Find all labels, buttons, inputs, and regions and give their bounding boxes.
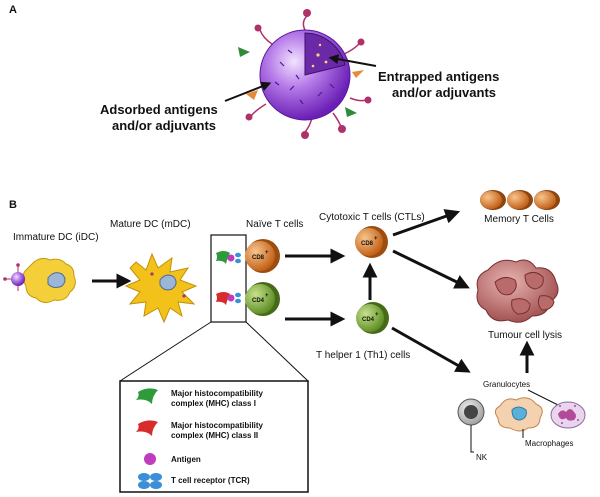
- legend-mhc1-line2: complex (MHC) class I: [171, 399, 256, 408]
- nk-cell-icon: [457, 398, 485, 453]
- entrapped-label-line2: and/or adjuvants: [392, 85, 496, 100]
- synapse-mhc1: [216, 251, 241, 264]
- legend-mhc1-line1: Major histocompatibility: [171, 389, 264, 398]
- th1-t-cell: CD4 +: [356, 302, 389, 334]
- immature-dc-label: Immature DC (iDC): [13, 232, 99, 243]
- naive-cd8-text: CD8: [252, 255, 265, 261]
- ctl-cd8-text: CD8: [361, 241, 374, 247]
- adsorbed-label-line1: Adsorbed antigens: [100, 102, 218, 117]
- naive-cd4-t-cell: CD4 +: [245, 282, 280, 316]
- legend-mhc2-line2: complex (MHC) class II: [171, 431, 258, 440]
- adsorbed-arrow: [224, 81, 272, 102]
- mhc-class1-icon: [136, 388, 158, 404]
- th1-label: T helper 1 (Th1) cells: [316, 350, 410, 361]
- nk-label: NK: [476, 453, 488, 462]
- panel-b-label: B: [9, 199, 17, 211]
- entrapped-arrow: [328, 54, 377, 67]
- memory-t-label: Memory T Cells: [484, 214, 554, 225]
- macrophage-icon: [494, 397, 543, 438]
- mature-dc-label: Mature DC (mDC): [110, 219, 191, 230]
- legend-mhc2-line1: Major histocompatibility: [171, 421, 264, 430]
- mhc-class2-icon: [136, 420, 158, 436]
- naive-cd4-plus: +: [265, 293, 269, 299]
- naive-cd8-plus: +: [265, 250, 269, 256]
- ctl-cd8-plus: +: [374, 236, 378, 242]
- th1-cd4-plus: +: [375, 312, 379, 318]
- nanoparticle-icon: [238, 9, 372, 139]
- arrow-ctl-to-tumour: [392, 249, 470, 289]
- granulocytes-label: Granulocytes: [483, 380, 530, 389]
- zoom-line-left: [119, 321, 212, 382]
- arrow-th1-to-innate: [391, 326, 471, 373]
- tumour-cell-icon: [476, 259, 559, 323]
- memory-t-cells-icon: [480, 190, 560, 210]
- tumour-lysis-label: Tumour cell lysis: [488, 330, 562, 341]
- synapse-mhc2: [216, 292, 241, 305]
- panel-a-label: A: [9, 4, 17, 16]
- adsorbed-label-line2: and/or adjuvants: [112, 118, 216, 133]
- th1-cd4-text: CD4: [362, 317, 375, 323]
- ctl-t-cell: CD8 +: [355, 226, 388, 258]
- granulocyte-icon: [550, 401, 586, 429]
- zoom-box: [210, 234, 247, 323]
- entrapped-label-line1: Entrapped antigens: [378, 69, 499, 84]
- zoom-line-right: [245, 321, 309, 382]
- naive-cd4-text: CD4: [252, 298, 265, 304]
- naive-cd8-t-cell: CD8 +: [245, 239, 280, 273]
- legend-tcr: T cell receptor (TCR): [171, 476, 250, 485]
- legend-antigen: Antigen: [171, 455, 201, 464]
- ctl-label: Cytotoxic T cells (CTLs): [319, 212, 425, 223]
- tcr-icon: [138, 473, 162, 489]
- antigen-icon: [144, 453, 156, 465]
- granulocyte-pointer: [527, 389, 561, 407]
- dendritic-cell-icon: [124, 252, 198, 324]
- immature-dc-icon: [3, 257, 76, 304]
- naive-t-label: Naïve T cells: [246, 219, 303, 230]
- macrophages-label: Macrophages: [525, 439, 573, 448]
- arrow-ctl-to-memory: [392, 209, 461, 237]
